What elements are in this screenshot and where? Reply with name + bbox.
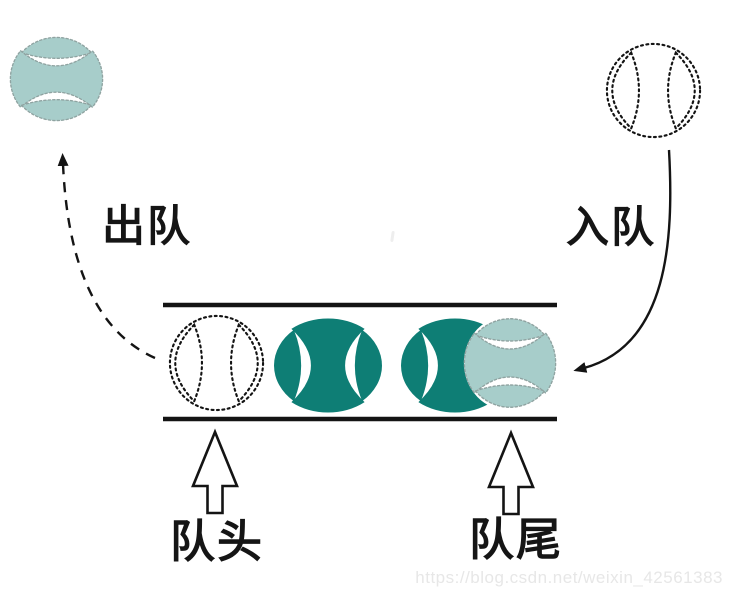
tail-pointer-arrow-icon (487, 429, 535, 516)
queue-ball-2 (274, 318, 382, 413)
dequeued-ball (9, 33, 104, 125)
csdn-watermark: https://blog.csdn.net/weixin_42561383 (415, 568, 723, 587)
queue-tail-label: 队尾 (469, 514, 564, 565)
queue-ball-front (168, 314, 265, 412)
head-pointer-arrow-icon (191, 428, 239, 515)
queue-head-label: 队头 (170, 516, 265, 567)
dequeue-label: 出队 (102, 203, 192, 251)
enqueue-label: 入队 (566, 204, 656, 252)
incoming-ball (605, 42, 702, 139)
enqueue-arrow (573, 149, 672, 373)
dequeue-arrow (57, 153, 156, 360)
queue-ball-rear (463, 314, 557, 412)
